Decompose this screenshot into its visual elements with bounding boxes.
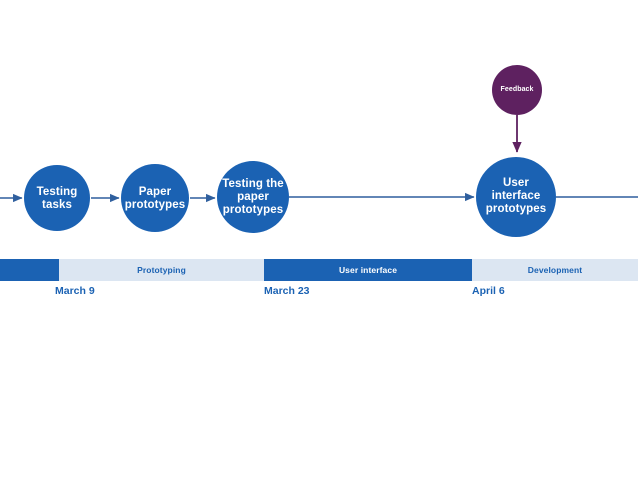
timeline-segment-prototyping[interactable]: Prototyping <box>59 259 264 281</box>
node-testing-paper[interactable] <box>217 161 289 233</box>
timeline-segment-development[interactable]: Development <box>472 259 638 281</box>
timeline-dates: March 9 March 23 April 6 <box>0 285 638 301</box>
date-label-march-23: March 23 <box>264 285 310 297</box>
node-user-interface[interactable] <box>476 157 556 237</box>
node-paper-prototypes[interactable] <box>121 164 189 232</box>
date-label-april-6: April 6 <box>472 285 505 297</box>
node-feedback[interactable] <box>492 65 542 115</box>
node-testing-tasks[interactable] <box>24 165 90 231</box>
timeline-segment-initial[interactable] <box>0 259 59 281</box>
timeline-bar: Prototyping User interface Development <box>0 259 638 281</box>
date-label-march-9: March 9 <box>55 285 95 297</box>
timeline-segment-user-interface[interactable]: User interface <box>264 259 472 281</box>
